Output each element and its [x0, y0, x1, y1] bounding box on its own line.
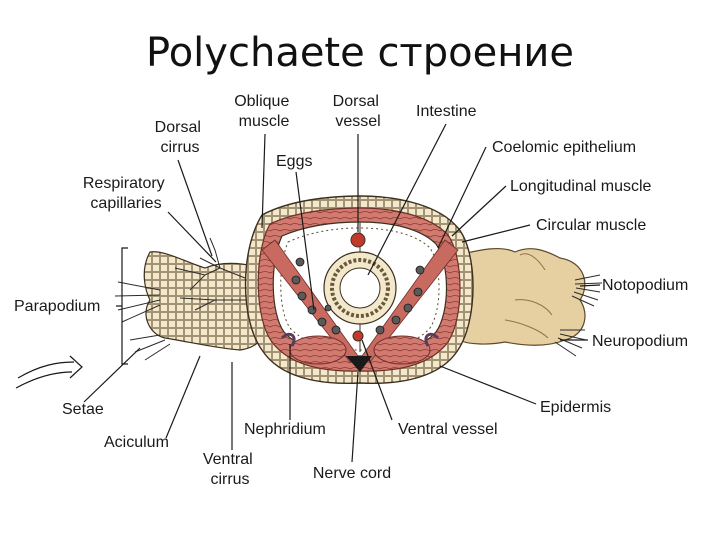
label-nerve-cord: Nerve cord — [313, 465, 391, 482]
label-parapodium: Parapodium — [14, 298, 100, 315]
left-parapodium — [143, 251, 263, 351]
label-setae: Setae — [62, 401, 104, 418]
label-ventral-cirrus: Ventral cirrus — [203, 451, 257, 488]
label-neuropodium: Neuropodium — [592, 333, 688, 350]
label-ventral-vessel: Ventral vessel — [398, 421, 498, 438]
label-coelomic-epithelium: Coelomic epithelium — [492, 139, 636, 156]
coelomic-epithelium-drawing — [280, 227, 440, 351]
label-respiratory-capillaries: Respiratory capillaries — [83, 175, 169, 212]
label-aciculum: Aciculum — [104, 434, 169, 451]
label-dorsal-cirrus: Dorsal cirrus — [155, 119, 206, 156]
nephridium-drawing — [280, 332, 440, 347]
respiratory-capillaries-drawing — [174, 237, 251, 311]
right-parapodium — [457, 247, 586, 346]
nerve-cord-drawing — [346, 356, 372, 372]
label-epidermis: Epidermis — [540, 399, 611, 416]
left-setae — [114, 281, 171, 361]
direction-arrow — [17, 361, 75, 379]
label-longitudinal-muscle: Longitudinal muscle — [510, 178, 652, 195]
label-circular-muscle: Circular muscle — [536, 217, 646, 234]
ventral-muscle-blocks — [289, 335, 431, 365]
label-oblique-muscle: Oblique muscle — [234, 93, 294, 130]
page-title: Polychaete строение — [146, 30, 574, 76]
leader-lines — [83, 123, 601, 463]
eggs-drawing — [291, 257, 425, 335]
intestine-drawing — [323, 251, 397, 325]
label-nephridium: Nephridium — [244, 421, 326, 438]
label-notopodium: Notopodium — [602, 277, 688, 294]
ventral-vessel-drawing — [352, 330, 364, 342]
body-section — [114, 195, 603, 385]
parapodium-bracket — [116, 247, 128, 365]
label-eggs: Eggs — [276, 153, 312, 170]
right-setae — [554, 274, 603, 357]
dorsal-vessel-drawing — [350, 232, 366, 248]
label-dorsal-vessel: Dorsal vessel — [333, 93, 384, 130]
label-intestine: Intestine — [416, 103, 477, 120]
